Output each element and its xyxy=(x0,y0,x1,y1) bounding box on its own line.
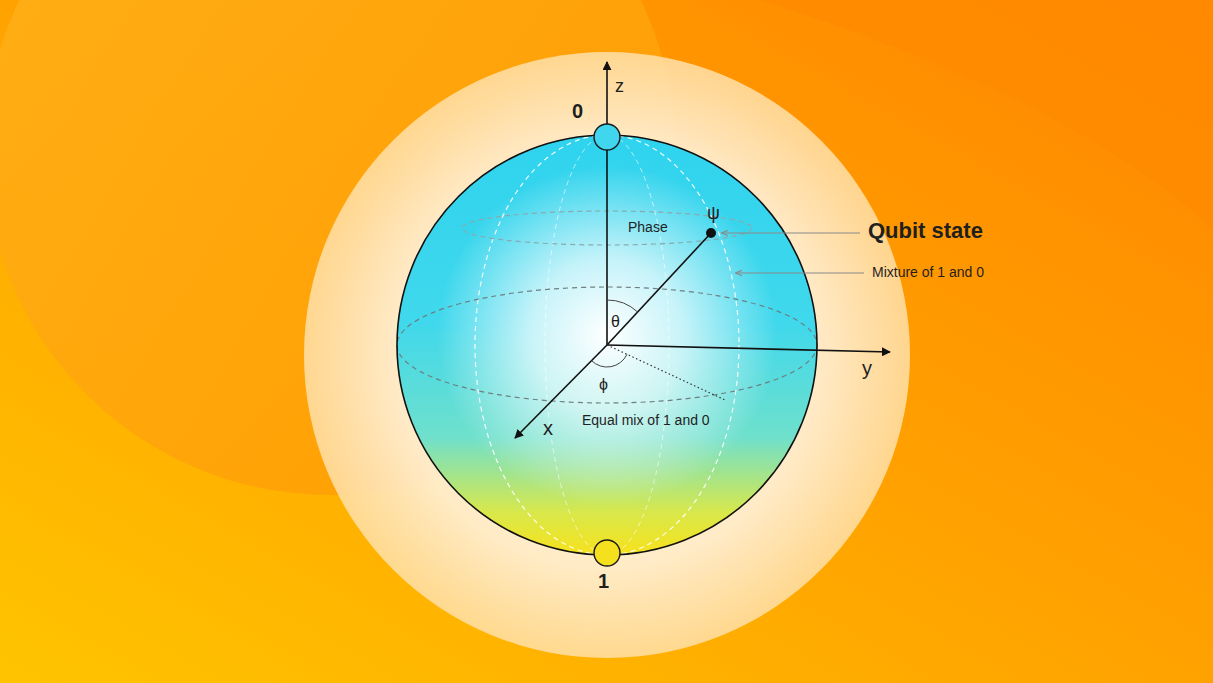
callout-note: Mixture of 1 and 0 xyxy=(872,264,984,280)
pole-label: 0 xyxy=(572,100,583,123)
pole-label: 1 xyxy=(598,570,609,593)
axis-label: z xyxy=(615,76,624,97)
callout-title: Qubit state xyxy=(868,218,983,243)
phase-label: Phase xyxy=(628,219,668,235)
equator-note: Equal mix of 1 and 0 xyxy=(582,412,710,428)
axis-label: y xyxy=(862,357,872,380)
angle-label: θ xyxy=(611,313,620,331)
axis-label: x xyxy=(543,417,553,440)
angle-label: ϕ xyxy=(599,376,608,394)
state-symbol: ψ xyxy=(707,203,720,224)
